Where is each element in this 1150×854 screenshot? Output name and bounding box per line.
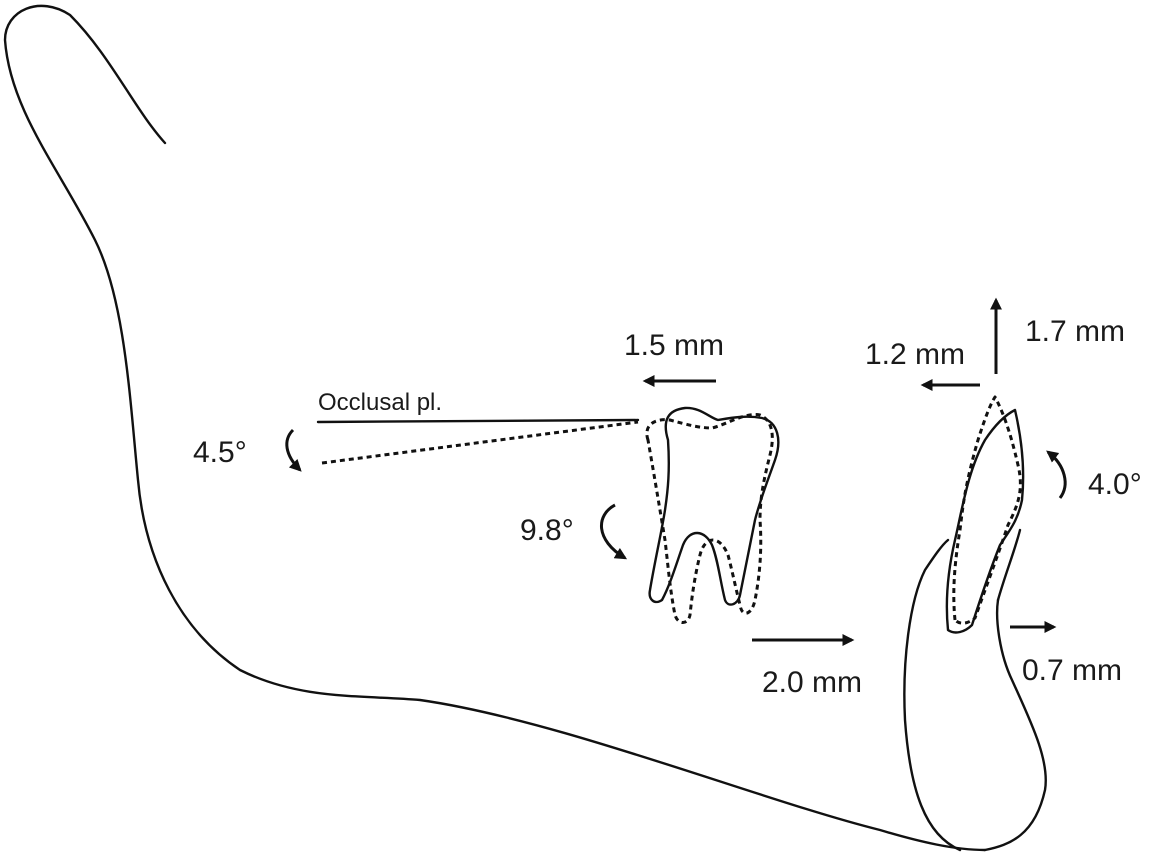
occlusal-plane-label: Occlusal pl.: [318, 389, 442, 416]
molar-rotation-label: 9.8°: [520, 514, 574, 547]
symphysis-lingual-outline: [983, 598, 1047, 852]
occlusal-plane-line: [316, 418, 640, 424]
molar-solid-outline: [648, 406, 780, 606]
molar-translation-label: 1.5 mm: [624, 329, 724, 362]
incisor-root-translation-label: 0.7 mm: [1022, 654, 1122, 687]
occlusal-rotation-arrow: [285, 428, 302, 472]
molar-rotation-arrow: [600, 503, 628, 560]
incisor-root-edge: [996, 528, 1022, 602]
occlusal-plane-rotated-line: [321, 420, 639, 465]
occlusal-rotation-label: 4.5°: [193, 436, 247, 469]
incisor-dashed-outline: [952, 395, 1022, 625]
incisor-rotation-label: 4.0°: [1088, 468, 1142, 501]
incisor-horizontal-label: 1.2 mm: [865, 338, 965, 371]
molar-dashed-outline: [645, 413, 774, 624]
molar-root-translation-label: 2.0 mm: [762, 666, 862, 699]
mandible-outline: [3, 4, 987, 852]
incisor-solid-outline: [945, 408, 1025, 634]
incisor-rotation-arrow: [1046, 450, 1067, 499]
incisor-vertical-label: 1.7 mm: [1025, 315, 1125, 348]
incisor-symphysis-outline: [903, 538, 962, 852]
